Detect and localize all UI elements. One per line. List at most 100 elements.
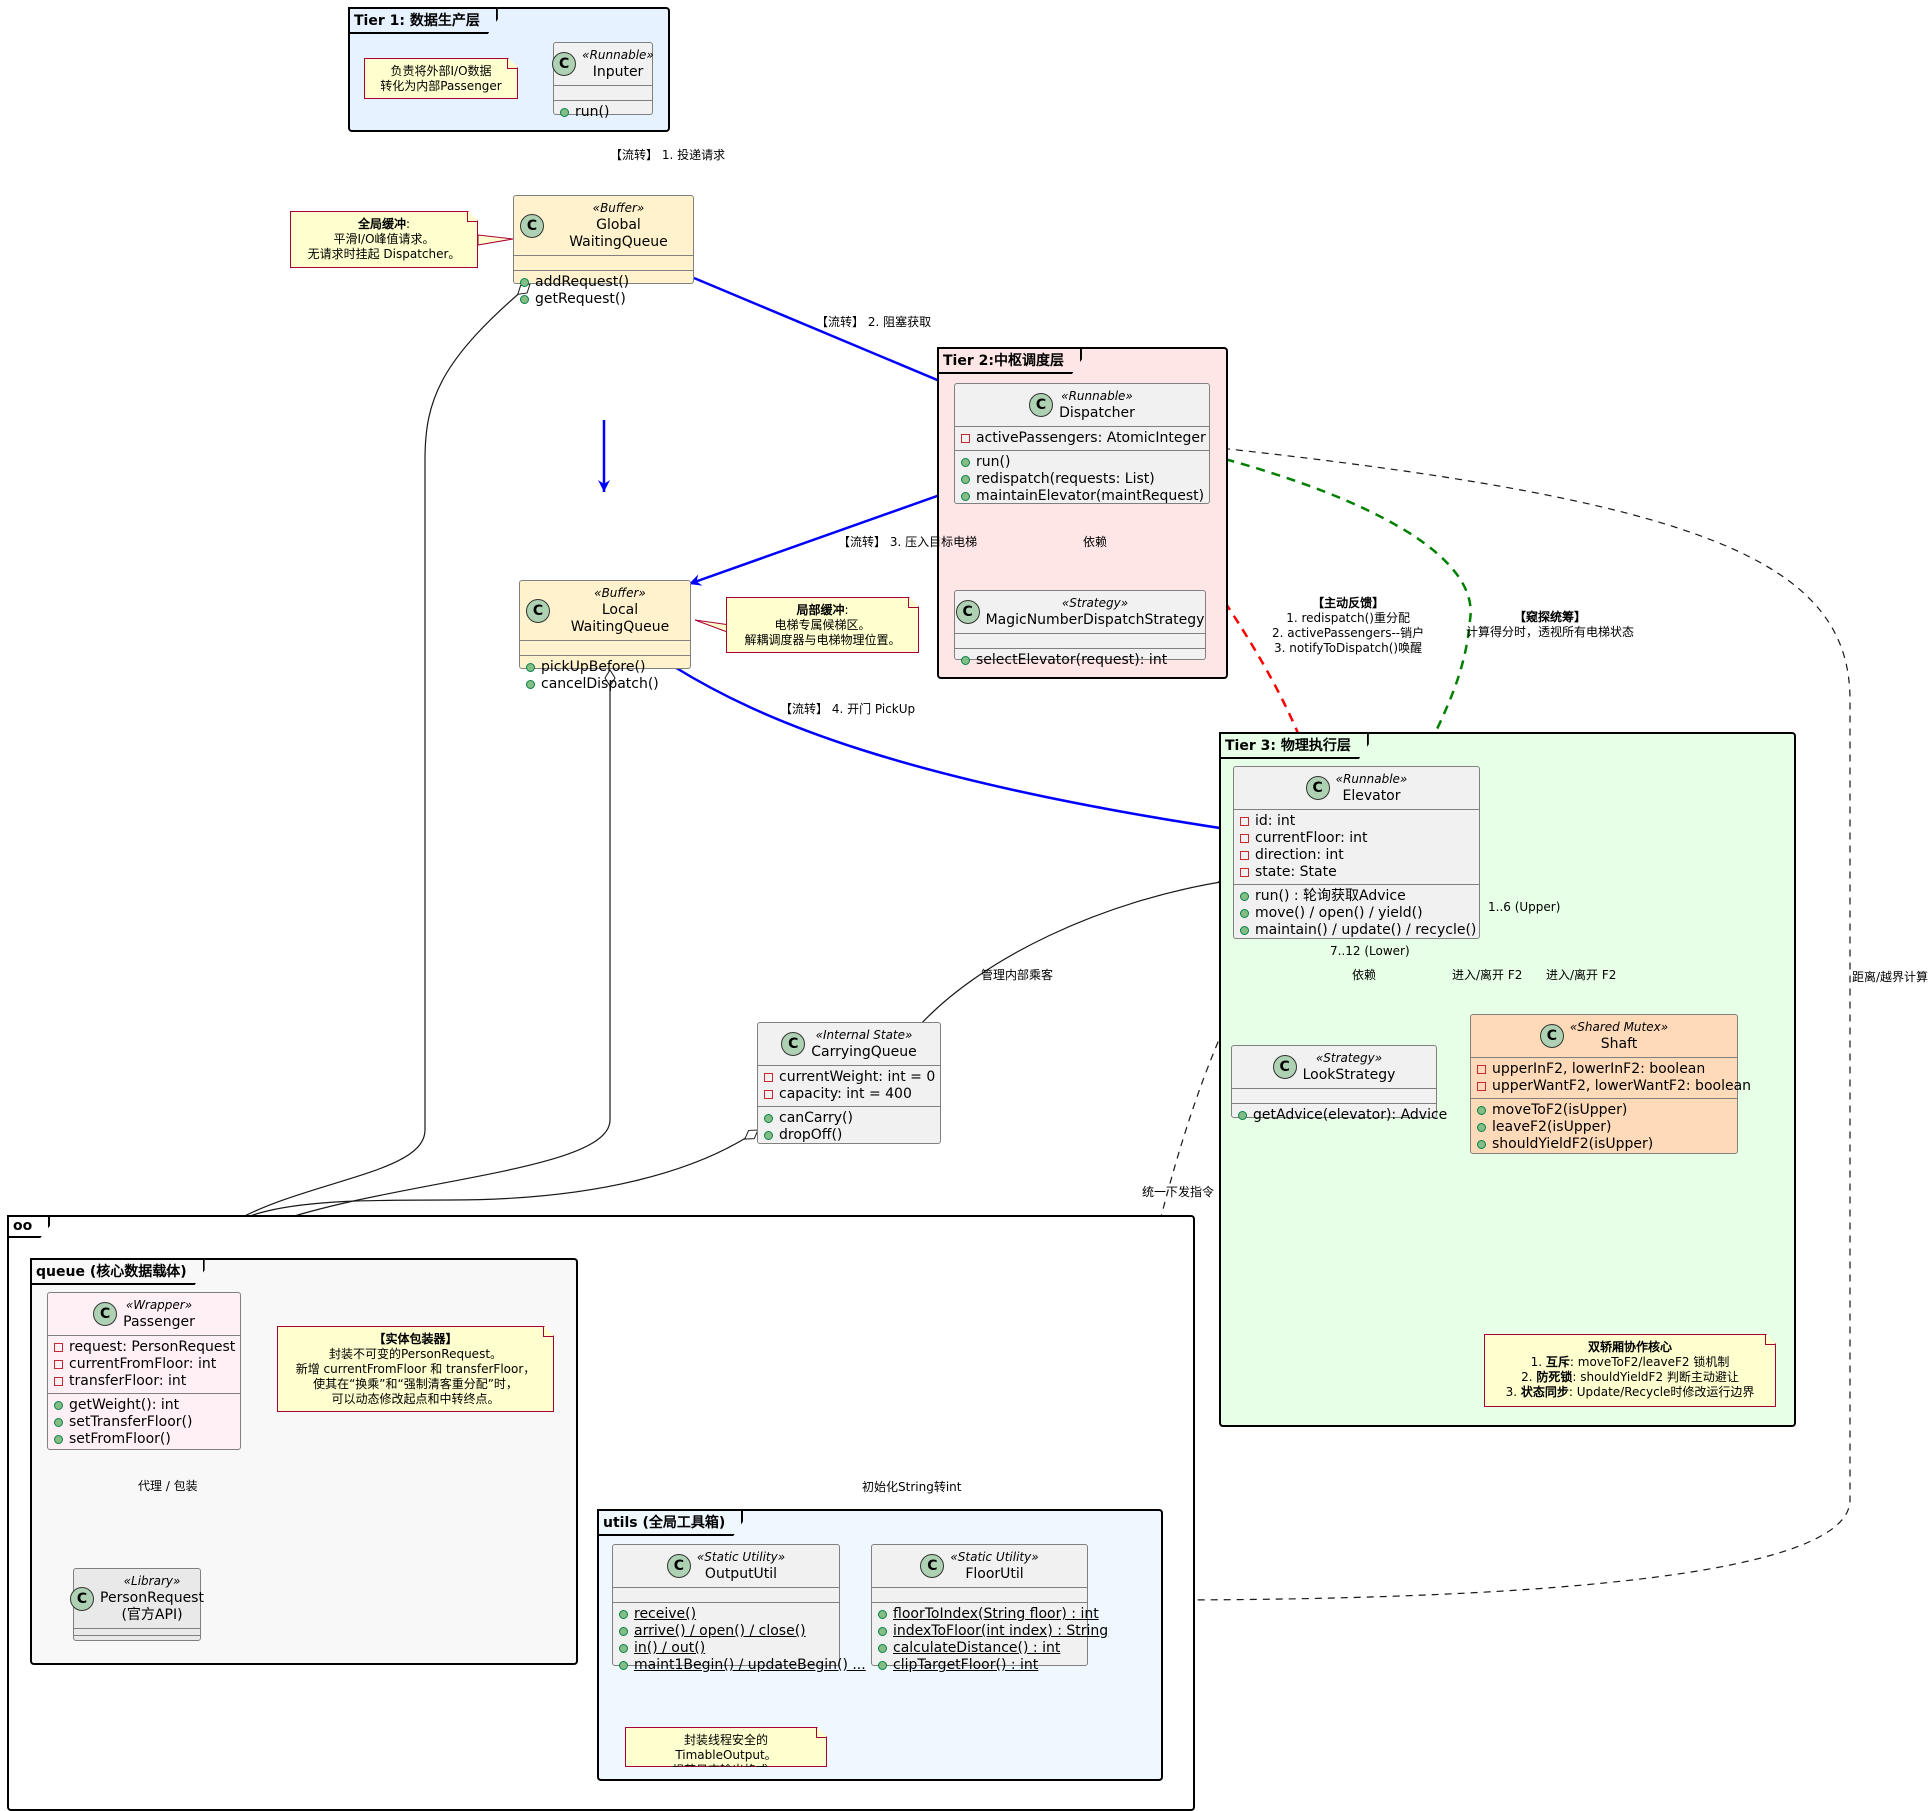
- package-queue-title: queue (核心数据载体): [30, 1258, 205, 1285]
- class-icon: C: [526, 598, 550, 623]
- class-inputer[interactable]: C «Runnable»Inputer run(): [552, 42, 654, 120]
- public-icon: [54, 1435, 63, 1444]
- class-icon: C: [1272, 1055, 1297, 1079]
- class-icon: C: [781, 1032, 806, 1056]
- note-passenger: 【实体包装器】 封装不可变的PersonRequest。 新增 currentF…: [277, 1326, 554, 1412]
- edge-label-enter-leave-2: 进入/离开 F2: [1546, 968, 1617, 982]
- class-icon: C: [1539, 1024, 1564, 1048]
- edge-label-init-string: 初始化String转int: [862, 1480, 962, 1494]
- public-icon: [526, 680, 535, 689]
- private-icon: [54, 1377, 63, 1386]
- class-shaft[interactable]: C «Shared Mutex»Shaft upperInF2, lowerIn…: [1470, 1014, 1751, 1156]
- edge-global-passenger: [174, 283, 531, 1291]
- class-floor-util[interactable]: C «Static Utility»FloorUtil floorToIndex…: [871, 1544, 1108, 1673]
- public-icon: [878, 1661, 887, 1670]
- class-output-util[interactable]: C «Static Utility»OutputUtil receive() a…: [612, 1544, 866, 1673]
- public-icon: [1477, 1140, 1486, 1149]
- edge-label-flow-1: 【流转】 1. 投递请求: [610, 148, 726, 162]
- public-icon: [878, 1644, 887, 1653]
- public-icon: [764, 1114, 773, 1123]
- methods-section: run() redispatch(requests: List) maintai…: [955, 451, 1209, 508]
- methods-section: run(): [554, 101, 652, 124]
- note-local-queue: 局部缓冲: 电梯专属候梯区。 解耦调度器与电梯物理位置。: [726, 597, 919, 653]
- public-icon: [520, 295, 529, 304]
- class-carrying-queue[interactable]: C «Internal State»CarryingQueue currentW…: [757, 1022, 941, 1144]
- edge-flow-2: [693, 276, 955, 389]
- public-icon: [560, 108, 569, 117]
- private-icon: [764, 1073, 773, 1082]
- class-global-waiting-queue[interactable]: C «Buffer»Global WaitingQueue addRequest…: [513, 195, 694, 307]
- edge-label-dispatcher-strategy: 依赖: [1083, 535, 1108, 549]
- class-icon: C: [666, 1554, 691, 1578]
- class-icon: C: [70, 1586, 95, 1611]
- edge-label-unified-cmd: 统一下发指令: [1142, 1185, 1215, 1199]
- class-local-waiting-queue[interactable]: C «Buffer»Local WaitingQueue pickUpBefor…: [519, 580, 691, 692]
- private-icon: [1240, 834, 1249, 843]
- edge-label-flow-4: 【流转】 4. 开门 PickUp: [780, 702, 916, 716]
- multiplicity-label: *: [163, 1269, 169, 1282]
- methods-section: floorToIndex(String floor) : int indexTo…: [872, 1603, 1108, 1677]
- public-icon: [54, 1401, 63, 1410]
- fields-section: request: PersonRequest currentFromFloor:…: [48, 1336, 240, 1394]
- class-icon: C: [1305, 776, 1330, 800]
- class-icon: C: [920, 1554, 945, 1578]
- private-icon: [54, 1343, 63, 1352]
- fields-section: [74, 1629, 200, 1636]
- public-icon: [1240, 892, 1249, 901]
- fields-section: [613, 1588, 839, 1603]
- edge-label-probe: 【窥探统筹】 计算得分时，透视所有电梯状态: [1466, 610, 1635, 639]
- public-icon: [1240, 926, 1249, 935]
- package-tier3-title: Tier 3: 物理执行层: [1219, 732, 1369, 759]
- edge-label-upper: 1..6 (Upper): [1488, 900, 1561, 914]
- class-magic-number-strategy[interactable]: C «Strategy»MagicNumberDispatchStrategy …: [954, 590, 1206, 668]
- package-oo-title: oo: [7, 1215, 50, 1238]
- edge-label-proxy-wrap: 代理 / 包装: [138, 1479, 198, 1493]
- public-icon: [526, 663, 535, 672]
- methods-section: moveToF2(isUpper) leaveF2(isUpper) shoul…: [1471, 1099, 1737, 1156]
- edge-label-feedback: 【主动反馈】 1. redispatch()重分配 2. activePasse…: [1272, 596, 1425, 655]
- edge-label-distance: 距离/越界计算: [1852, 970, 1929, 984]
- fields-section: [955, 634, 1205, 649]
- public-icon: [878, 1610, 887, 1619]
- class-icon: C: [1029, 393, 1054, 417]
- public-icon: [520, 278, 529, 287]
- methods-section: getWeight(): int setTransferFloor() setF…: [48, 1394, 240, 1451]
- class-dispatcher[interactable]: C «Runnable»Dispatcher activePassengers:…: [954, 383, 1210, 504]
- public-icon: [1238, 1111, 1247, 1120]
- class-elevator[interactable]: C «Runnable»Elevator id: int currentFloo…: [1233, 766, 1480, 939]
- package-utils-title: utils (全局工具箱): [597, 1509, 743, 1536]
- fields-section: [554, 86, 652, 101]
- methods-section: getAdvice(elevator): Advice: [1232, 1104, 1447, 1127]
- note-global-queue: 全局缓冲: 平滑I/O峰值请求。 无请求时挂起 Dispatcher。: [290, 211, 478, 268]
- class-passenger[interactable]: C «Wrapper»Passenger request: PersonRequ…: [47, 1292, 241, 1450]
- public-icon: [878, 1627, 887, 1636]
- class-icon: C: [552, 52, 577, 76]
- methods-section: [74, 1636, 200, 1642]
- fields-section: activePassengers: AtomicInteger: [955, 427, 1209, 451]
- class-icon: C: [955, 600, 980, 624]
- private-icon: [961, 434, 970, 443]
- public-icon: [961, 475, 970, 484]
- public-icon: [1477, 1106, 1486, 1115]
- edge-label-flow-3: 【流转】 3. 压入目标电梯: [838, 535, 978, 549]
- edge-label-flow-2: 【流转】 2. 阻塞获取: [816, 315, 932, 329]
- note-inputer: 负责将外部I/O数据 转化为内部Passenger: [364, 58, 518, 99]
- edge-local-passenger: [184, 669, 616, 1291]
- private-icon: [764, 1090, 773, 1099]
- public-icon: [1477, 1123, 1486, 1132]
- fields-section: [872, 1588, 1087, 1603]
- edge-flow-4: [672, 664, 1234, 835]
- fields-section: [514, 256, 693, 271]
- edge-label-manage-passengers: 管理内部乘客: [981, 968, 1054, 982]
- public-icon: [961, 492, 970, 501]
- methods-section: receive() arrive() / open() / close() in…: [613, 1603, 866, 1677]
- class-person-request[interactable]: C «Library»PersonRequest(官方API): [70, 1568, 204, 1642]
- public-icon: [619, 1627, 628, 1636]
- private-icon: [1477, 1082, 1486, 1091]
- edge-label-enter-leave-1: 进入/离开 F2: [1452, 968, 1523, 982]
- class-look-strategy[interactable]: C «Strategy»LookStrategy getAdvice(eleva…: [1231, 1045, 1447, 1123]
- edge-elevator-carrying: [919, 876, 1234, 1026]
- note-output-util: 封装线程安全的 TimableOutput。 规范日志输出格式。: [625, 1727, 827, 1767]
- private-icon: [1240, 851, 1249, 860]
- private-icon: [54, 1360, 63, 1369]
